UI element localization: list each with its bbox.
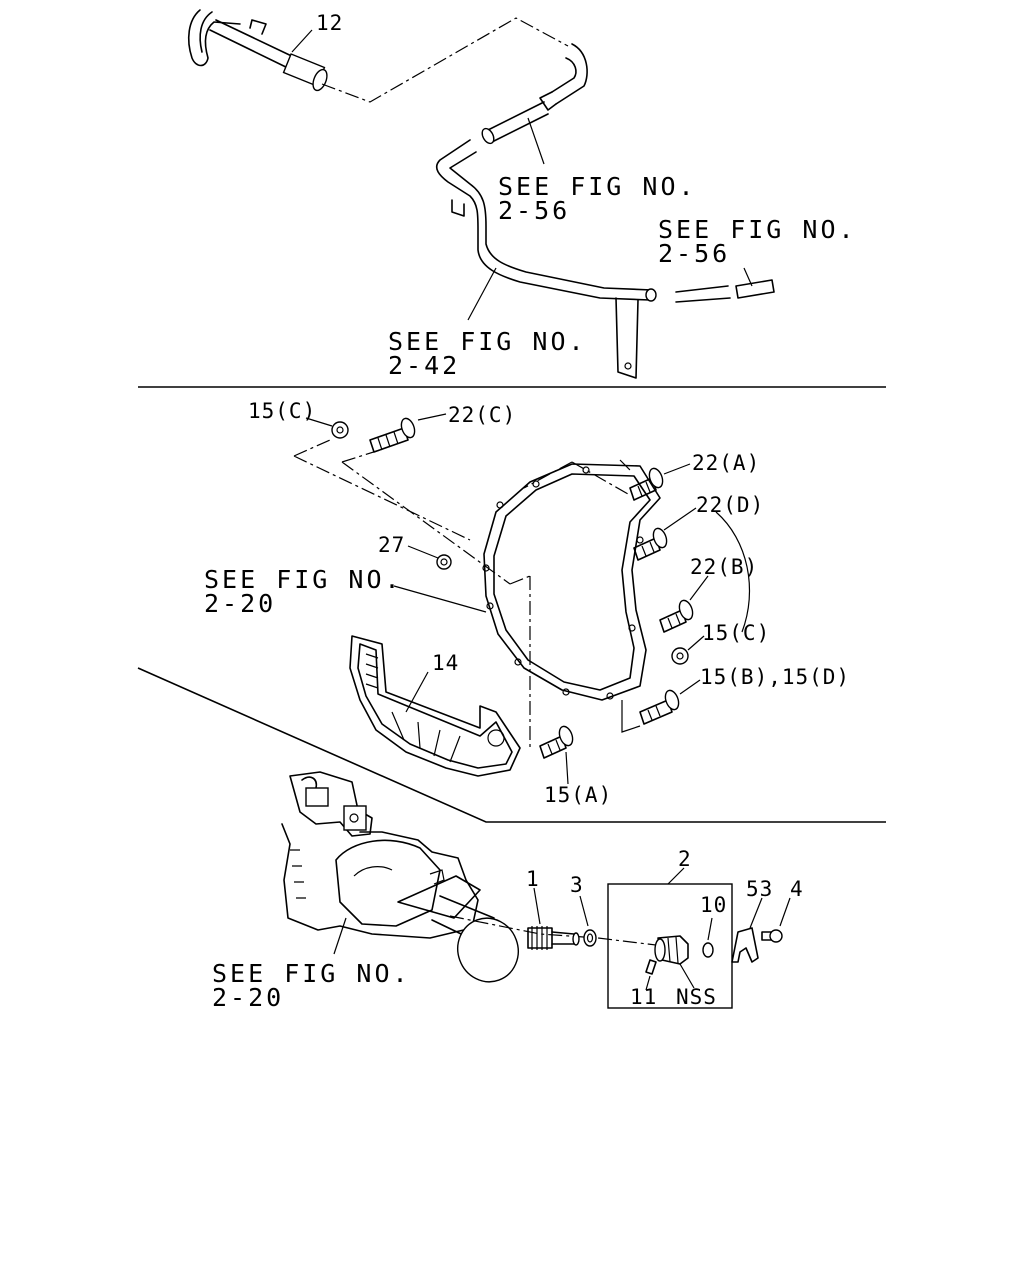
bracket-15-group bbox=[621, 700, 641, 733]
bolt-15c-right bbox=[671, 635, 705, 665]
callout-nss: NSS bbox=[676, 985, 717, 1009]
callout-4: 4 bbox=[790, 877, 804, 901]
callout-2: 2 bbox=[678, 847, 692, 871]
callout-15c-top: 15(C) bbox=[248, 399, 316, 423]
bolt-15c-top bbox=[305, 417, 349, 439]
bolt-guide-lines-housing bbox=[293, 439, 631, 750]
sleeve-nss bbox=[654, 935, 695, 989]
leader-2 bbox=[667, 867, 685, 885]
nut-27 bbox=[407, 545, 452, 570]
leader-ref-2-20-housing bbox=[393, 585, 487, 613]
bolt-22b bbox=[659, 575, 709, 633]
driven-gear-1 bbox=[527, 887, 580, 950]
pipe-connection-line-12 bbox=[321, 17, 569, 103]
callout-11: 11 bbox=[630, 985, 657, 1009]
pipe-segment-right bbox=[675, 267, 775, 303]
flywheel-housing bbox=[482, 463, 661, 701]
callout-14: 14 bbox=[432, 651, 459, 675]
bolt-15bd bbox=[639, 679, 701, 725]
bolt-15a bbox=[539, 725, 574, 785]
callout-22c: 22(C) bbox=[448, 403, 516, 427]
pin-11 bbox=[645, 959, 657, 991]
transmission-assembly bbox=[281, 771, 519, 983]
see-fig-ref-2-20-a-line1: SEE FIG NO. bbox=[204, 565, 403, 594]
see-fig-ref-2-20-b-line2: 2-20 bbox=[212, 983, 284, 1012]
oil-seal-10 bbox=[702, 917, 714, 958]
cover-plate-14 bbox=[349, 635, 521, 777]
pipe-segment-middle bbox=[435, 139, 657, 379]
see-fig-ref-2-56-b-line1: SEE FIG NO. bbox=[658, 215, 857, 244]
see-fig-ref-2-42-line1: SEE FIG NO. bbox=[388, 327, 587, 356]
kit-box-2 bbox=[607, 883, 733, 1009]
callout-15a: 15(A) bbox=[544, 783, 612, 807]
bolt-22c bbox=[369, 413, 447, 453]
see-fig-ref-2-20-b-line1: SEE FIG NO. bbox=[212, 959, 411, 988]
callout-12: 12 bbox=[316, 11, 343, 35]
callout-22d: 22(D) bbox=[696, 493, 764, 517]
bolt-22d bbox=[633, 507, 697, 561]
bracket-22-group bbox=[715, 511, 751, 633]
see-fig-ref-2-20-a-line2: 2-20 bbox=[204, 589, 276, 618]
see-fig-ref-2-56-b-line2: 2-56 bbox=[658, 239, 730, 268]
callout-15c-right: 15(C) bbox=[702, 621, 770, 645]
callout-22b: 22(B) bbox=[690, 555, 758, 579]
retainer-53 bbox=[731, 897, 763, 963]
callout-1: 1 bbox=[526, 867, 540, 891]
o-ring-3 bbox=[579, 895, 597, 947]
bolt-4 bbox=[761, 897, 791, 943]
callout-22a: 22(A) bbox=[692, 451, 760, 475]
callout-10: 10 bbox=[700, 893, 727, 917]
callout-3: 3 bbox=[570, 873, 584, 897]
bolt-22a bbox=[629, 463, 691, 501]
callout-15bd: 15(B),15(D) bbox=[700, 665, 850, 689]
hose-assembly-12 bbox=[187, 9, 328, 92]
section-divider-bottom bbox=[137, 667, 886, 823]
see-fig-ref-2-56-a-line1: SEE FIG NO. bbox=[498, 172, 697, 201]
speedometer-axis-line bbox=[449, 915, 665, 947]
callout-27: 27 bbox=[378, 533, 405, 557]
see-fig-ref-2-42-line2: 2-42 bbox=[388, 351, 460, 380]
callout-53: 53 bbox=[746, 877, 773, 901]
see-fig-ref-2-56-a-line2: 2-56 bbox=[498, 196, 570, 225]
pipe-segment-upper-right bbox=[481, 43, 588, 165]
